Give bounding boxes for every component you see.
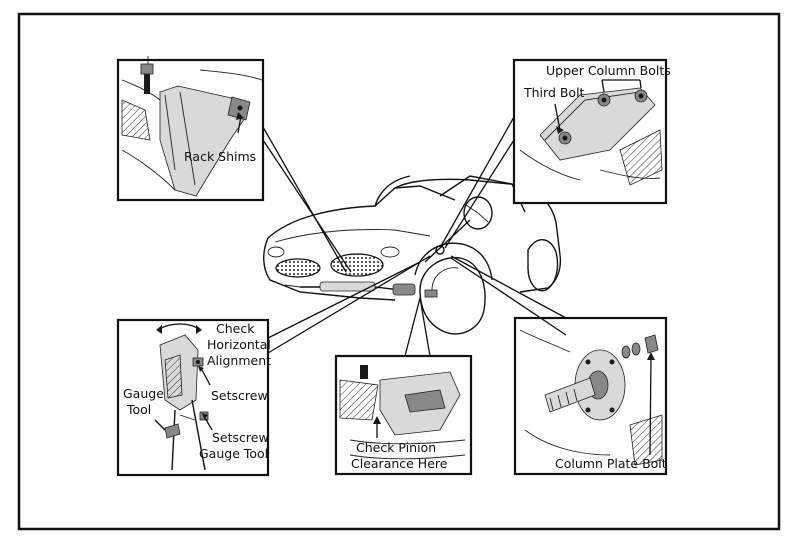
- label-horizontal: Horizontal: [207, 337, 271, 352]
- label-rack-shims: Rack Shims: [184, 149, 256, 164]
- connector-rack-shims: [262, 126, 347, 273]
- car-illustration: [263, 175, 562, 335]
- label-setscrew-gauge-1: Setscrew: [212, 430, 269, 445]
- outer-frame: [17, 12, 781, 531]
- connector-column-bolts: [440, 116, 515, 247]
- connector-column-plate: [450, 255, 567, 319]
- connector-gauge-tool: [267, 261, 421, 339]
- label-check: Check: [216, 321, 255, 336]
- label-check-pinion: Check Pinion: [356, 440, 436, 455]
- inset-rack-shims: Rack Shims: [116, 56, 265, 202]
- label-setscrew: Setscrew: [211, 388, 268, 403]
- label-upper-column-bolts: Upper Column Bolts: [546, 63, 671, 78]
- grille: [275, 258, 321, 278]
- connector-check-pinion: [404, 297, 421, 357]
- inset-gauge-tool: Check Horizontal Alignment Setscrew Gaug…: [116, 318, 271, 477]
- steering-rack: [319, 281, 376, 292]
- inset-column-plate-bolt: Column Plate Bolt: [513, 316, 668, 476]
- label-tool: Tool: [126, 402, 151, 417]
- label-alignment: Alignment: [207, 353, 271, 368]
- label-setscrew-gauge-2: Gauge Tool: [199, 446, 268, 461]
- label-clearance-here: Clearance Here: [351, 456, 448, 471]
- label-column-plate-bolt: Column Plate Bolt: [555, 456, 667, 471]
- front-wheel: [419, 256, 486, 335]
- label-third-bolt: Third Bolt: [523, 85, 585, 100]
- label-gauge: Gauge: [123, 386, 164, 401]
- inset-upper-column-bolts: Upper Column Bolts Third Bolt: [512, 58, 671, 205]
- inset-check-pinion: Check Pinion Clearance Here: [334, 354, 473, 476]
